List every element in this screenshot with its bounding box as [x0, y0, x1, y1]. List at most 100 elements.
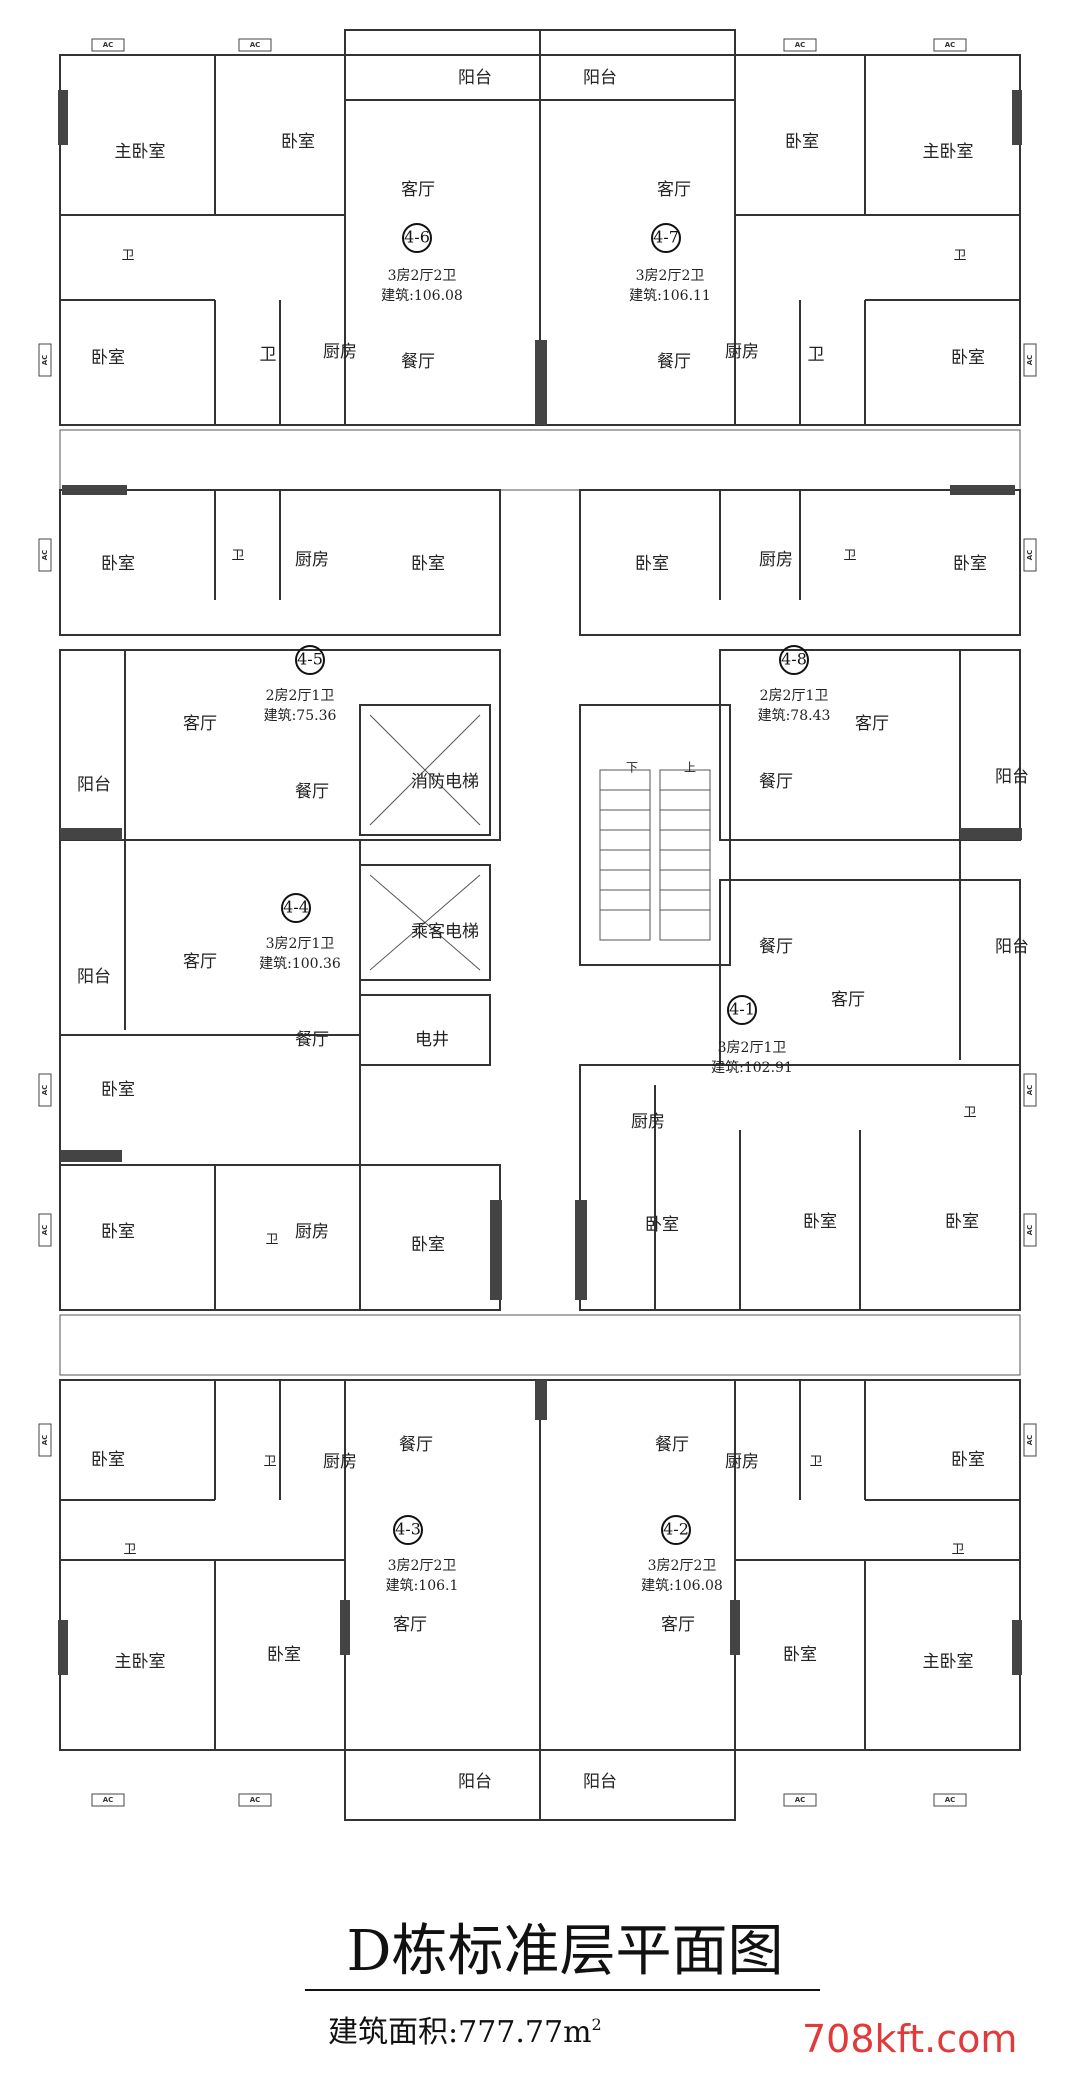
ac-unit: [38, 1073, 52, 1107]
unit-area: 建筑:100.36: [259, 956, 341, 972]
ac-unit: [783, 38, 817, 52]
unit-id: 4-4: [283, 898, 309, 917]
unit-id: 4-7: [653, 228, 679, 247]
room-label: 卫: [953, 249, 966, 264]
ac-unit-label: AC: [795, 1796, 806, 1804]
total-area-superscript: 2: [592, 2015, 602, 2034]
structural-columns: [58, 90, 1022, 1675]
room-label: 卧室: [101, 1222, 135, 1242]
room-label: 卧室: [803, 1212, 837, 1232]
room-label: 主卧室: [115, 142, 166, 162]
room-label: 卧室: [951, 1450, 985, 1470]
room-label: 客厅: [401, 180, 435, 200]
room-label: 餐厅: [401, 352, 435, 372]
ac-unit-label: AC: [945, 41, 956, 49]
ac-unit-label: AC: [1026, 1435, 1034, 1446]
ac-unit: [91, 38, 125, 52]
room-label: 厨房: [759, 550, 793, 570]
ac-unit-label: AC: [945, 1796, 956, 1804]
ac-unit-label: AC: [1026, 1085, 1034, 1096]
room-label: 卫: [265, 1233, 278, 1248]
room-label: 卧室: [101, 554, 135, 574]
room-label: 客厅: [183, 714, 217, 734]
room-label: 阳台: [583, 68, 617, 88]
room-label: 阳台: [583, 1772, 617, 1792]
unit-area: 建筑:102.91: [711, 1060, 793, 1076]
ac-unit-label: AC: [250, 41, 261, 49]
core-label: 乘客电梯: [411, 922, 479, 942]
ac-unit-label: AC: [41, 1225, 49, 1236]
room-label: 主卧室: [923, 1652, 974, 1672]
room-label: 卫: [808, 345, 825, 365]
room-label: 卫: [123, 1543, 136, 1558]
ac-unit-label: AC: [41, 550, 49, 561]
room-label: 卧室: [951, 348, 985, 368]
room-label: 阳台: [458, 68, 492, 88]
ac-unit: [1023, 538, 1037, 572]
ac-unit: [38, 1213, 52, 1247]
room-label: 客厅: [183, 952, 217, 972]
room-label: 卧室: [267, 1645, 301, 1665]
room-label: 餐厅: [759, 772, 793, 792]
room-labels: 阳台 主卧室 卧室 客厅 卧室 卫 厨房 餐厅 卫 阳台 卧室 主卧室 客厅 厨…: [77, 68, 1029, 1792]
unit-id: 4-2: [663, 1520, 689, 1539]
room-label: 卫: [963, 1106, 976, 1121]
ac-unit: [783, 1793, 817, 1807]
walls: [59, 29, 1021, 1821]
room-label: 厨房: [295, 550, 329, 570]
room-label: 客厅: [393, 1615, 427, 1635]
unit-area: 建筑:78.43: [758, 708, 831, 724]
room-label: 卧室: [281, 132, 315, 152]
ac-unit: [933, 1793, 967, 1807]
room-label: 卧室: [945, 1212, 979, 1232]
ac-unit: [38, 1423, 52, 1457]
watermark: 708kft.com: [802, 2017, 1017, 2061]
unit-layout: 2房2厅1卫: [266, 688, 335, 704]
ac-unit: [1023, 1213, 1037, 1247]
ac-unit: [38, 343, 52, 377]
unit-id: 4-8: [781, 650, 807, 669]
unit-id: 4-1: [729, 1000, 755, 1019]
room-label: 阳台: [77, 775, 111, 795]
room-label: 阳台: [77, 967, 111, 987]
room-label: 阳台: [995, 767, 1029, 787]
room-label: 阳台: [458, 1772, 492, 1792]
unit-id: 4-6: [404, 228, 430, 247]
room-label: 卧室: [645, 1215, 679, 1235]
ac-unit-label: AC: [250, 1796, 261, 1804]
room-label: 厨房: [725, 1452, 759, 1472]
unit-layout: 3房2厅1卫: [718, 1040, 787, 1056]
room-label: 卫: [263, 1455, 276, 1470]
room-label: 厨房: [323, 1452, 357, 1472]
ac-unit-label: AC: [103, 1796, 114, 1804]
unit-layout: 3房2厅2卫: [648, 1558, 717, 1574]
room-label: 卧室: [91, 1450, 125, 1470]
room-label: 餐厅: [295, 1030, 329, 1050]
drawing-title: D栋标准层平面图: [347, 1919, 784, 1984]
room-label: 阳台: [995, 937, 1029, 957]
unit-area: 建筑:106.1: [386, 1578, 459, 1594]
ac-unit: [238, 1793, 272, 1807]
ac-unit: [1023, 343, 1037, 377]
room-label: 卧室: [411, 1235, 445, 1255]
room-label: 卫: [809, 1455, 822, 1470]
stair-up-label: 上: [684, 761, 696, 775]
room-label: 卧室: [783, 1645, 817, 1665]
room-label: 客厅: [661, 1615, 695, 1635]
room-label: 厨房: [725, 342, 759, 362]
unit-layout: 3房2厅2卫: [636, 268, 705, 284]
staircase: 下 上: [599, 761, 711, 941]
room-label: 卧室: [953, 554, 987, 574]
room-label: 卫: [231, 549, 244, 564]
ac-unit-label: AC: [1026, 550, 1034, 561]
room-label: 卧室: [411, 554, 445, 574]
ac-unit: [238, 38, 272, 52]
room-label: 厨房: [295, 1222, 329, 1242]
ac-unit-label: AC: [1026, 1225, 1034, 1236]
unit-area: 建筑:106.08: [381, 288, 463, 304]
ac-unit: [1023, 1423, 1037, 1457]
room-label: 餐厅: [295, 782, 329, 802]
room-label: 厨房: [631, 1112, 665, 1132]
